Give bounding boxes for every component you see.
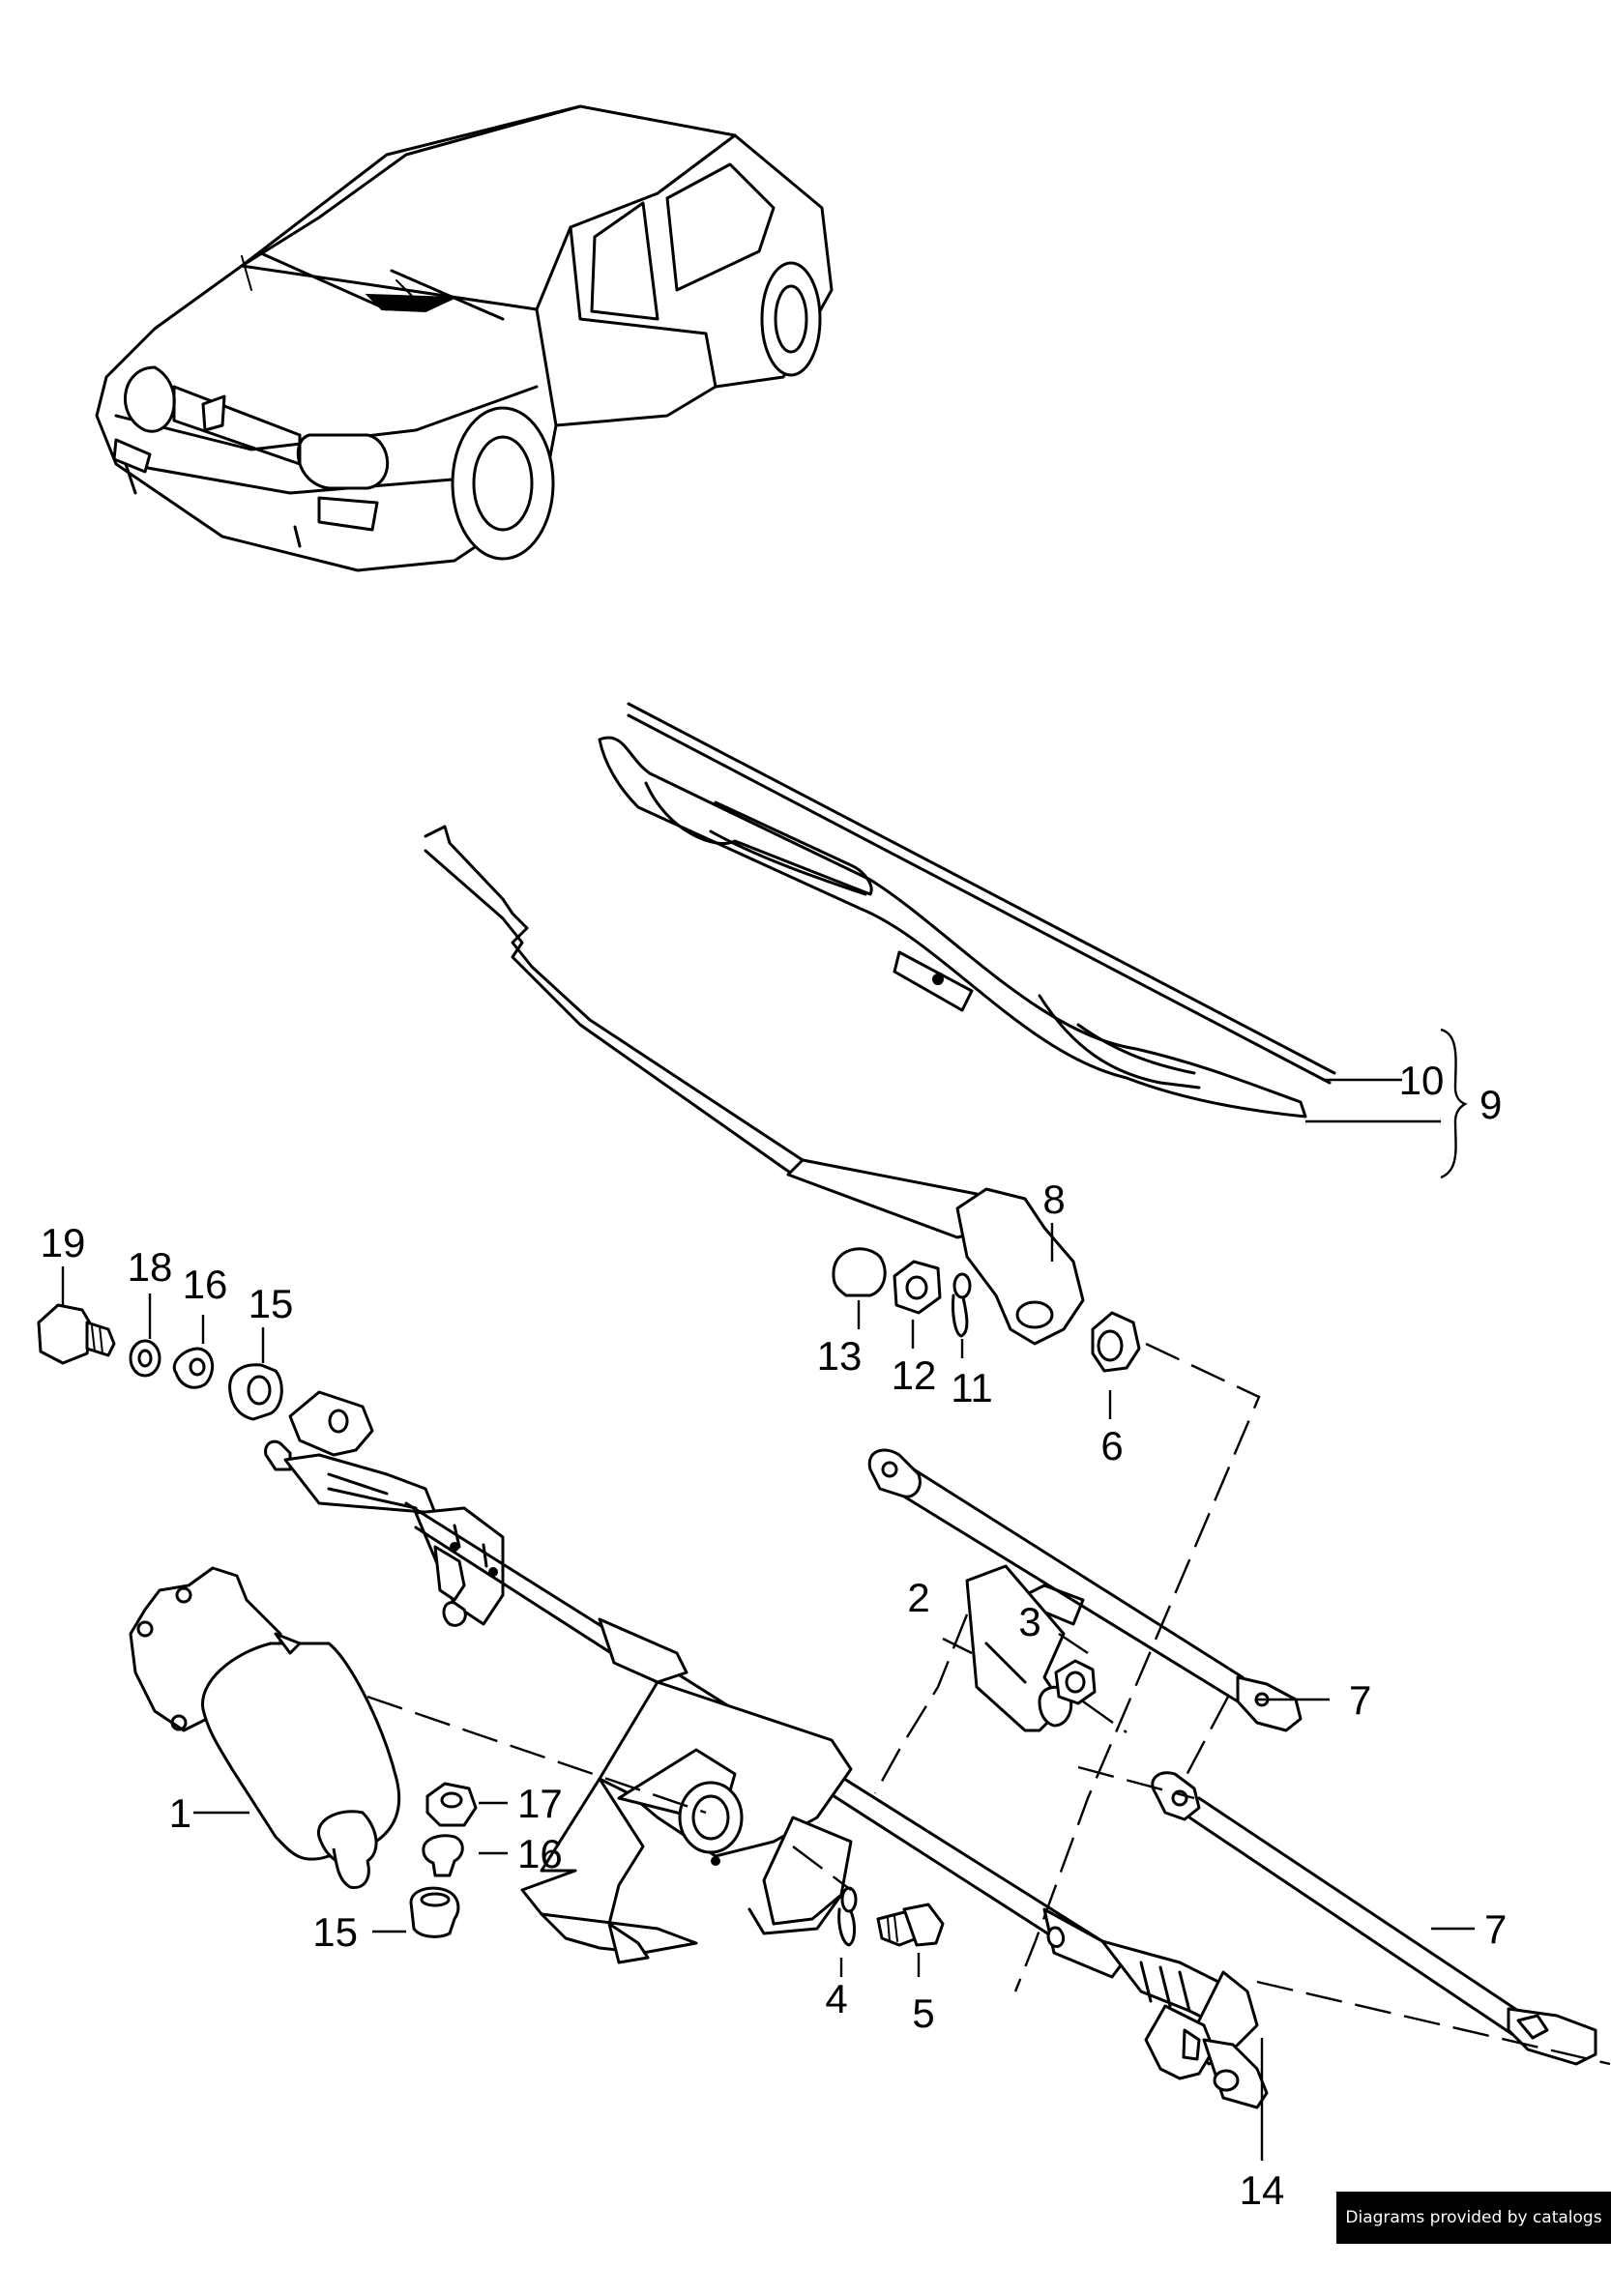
callout-4: 4 [825, 1976, 847, 2021]
callout-16a: 16 [183, 1262, 228, 1307]
credit-banner: Diagrams provided by catalogs parts [1336, 2192, 1611, 2280]
wiper-arm [424, 825, 1085, 1346]
callout-5: 5 [912, 1991, 934, 2036]
wiper-motor [129, 1566, 401, 1890]
left-fixings [37, 1303, 283, 1421]
connecting-rods [867, 1448, 1597, 2066]
callout-6: 6 [1100, 1423, 1123, 1468]
callout-14: 14 [1240, 2167, 1285, 2213]
assembly-lines [366, 1342, 1611, 2066]
callout-3: 3 [1018, 1599, 1040, 1644]
motor-fixings [409, 1782, 478, 1938]
linkage-frame [264, 1390, 1269, 2109]
bracket-fixings [837, 1659, 1097, 1947]
callout-7b: 7 [1484, 1906, 1507, 1952]
callout-9: 9 [1479, 1082, 1502, 1127]
callout-17: 17 [517, 1781, 563, 1826]
callout-19: 19 [41, 1220, 86, 1265]
callout-10: 10 [1399, 1058, 1445, 1103]
callout-15a: 15 [249, 1281, 294, 1326]
callout-1: 1 [169, 1790, 191, 1836]
arm-hardware [832, 1247, 1141, 1373]
leader-lines [61, 1028, 1475, 2161]
callout-2: 2 [907, 1575, 929, 1620]
callout-11: 11 [951, 1365, 993, 1410]
callout-15b: 15 [312, 1909, 358, 1955]
car-illustration [95, 104, 834, 572]
callouts: 1 2 3 4 5 6 7 7 8 9 10 11 12 13 14 15 15… [41, 1058, 1508, 2213]
callout-12: 12 [892, 1352, 937, 1398]
callout-13: 13 [817, 1333, 863, 1379]
wiper-blade [598, 702, 1336, 1119]
callout-7a: 7 [1349, 1677, 1371, 1723]
wiper-parts-diagram: 1 2 3 4 5 6 7 7 8 9 10 11 12 13 14 15 15… [37, 104, 1611, 2213]
callout-8: 8 [1042, 1177, 1065, 1222]
callout-16b: 16 [517, 1831, 563, 1876]
callout-18: 18 [128, 1244, 173, 1290]
